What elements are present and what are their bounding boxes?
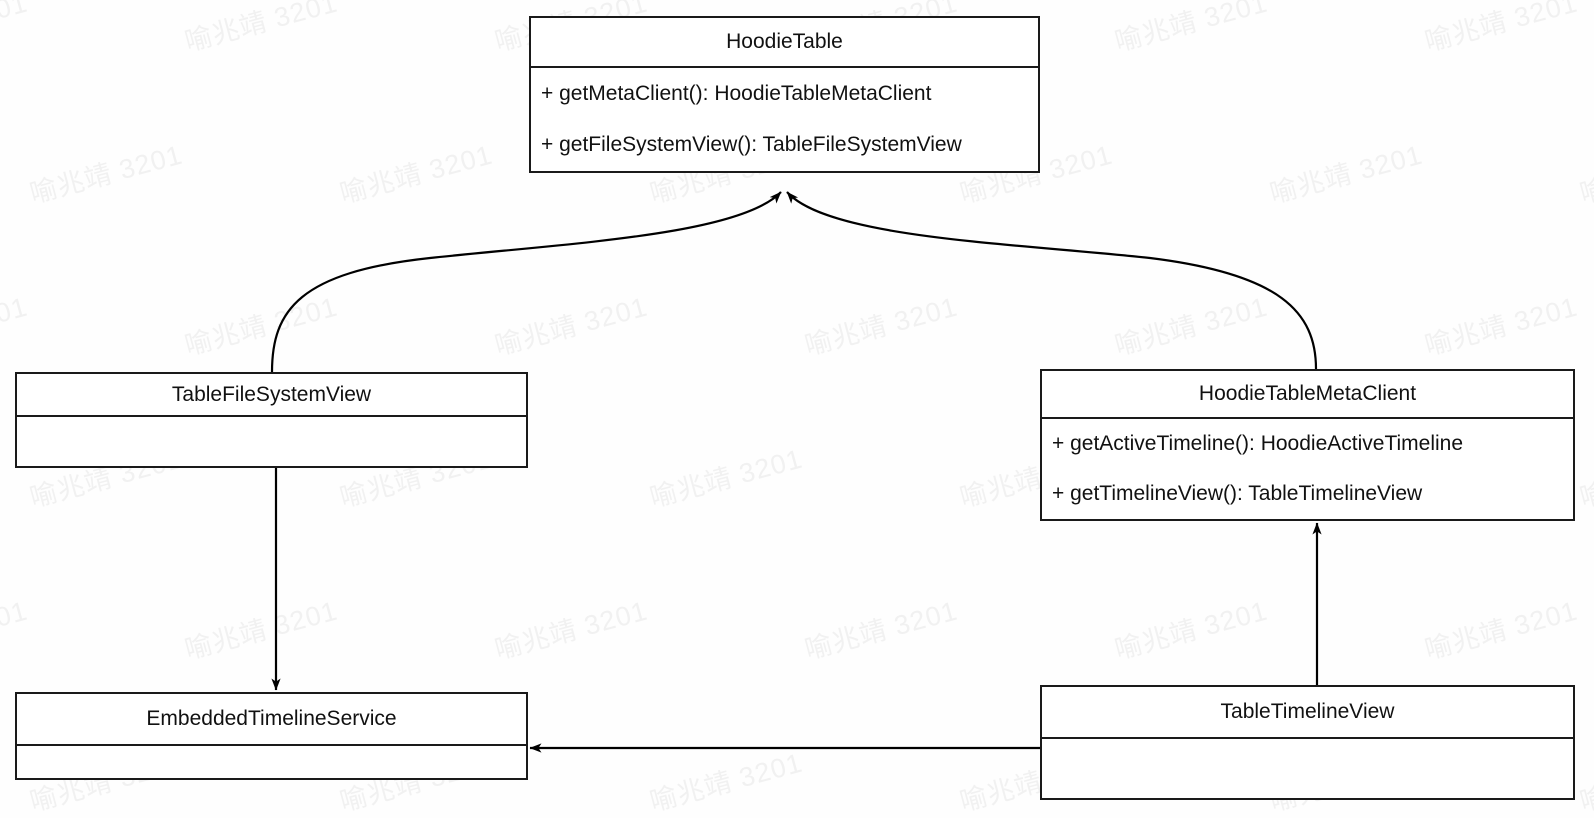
watermark-tile: 喻兆靖 3201 xyxy=(1111,0,1271,58)
watermark-tile: 喻兆靖 3201 xyxy=(181,291,341,362)
watermark-tile: 喻兆靖 3201 xyxy=(1421,0,1581,58)
watermark-tile: 喻兆靖 3201 xyxy=(1111,595,1271,666)
watermark-tile: 喻兆靖 3201 xyxy=(646,747,806,818)
class-box-hoodie-table[interactable]: HoodieTable + getMetaClient(): HoodieTab… xyxy=(529,16,1040,173)
class-title-text: HoodieTableMetaClient xyxy=(1198,382,1417,405)
class-name-hoodie-table-meta-client: HoodieTableMetaClient xyxy=(1042,371,1573,419)
class-members-hoodie-table-meta-client: + getActiveTimeline(): HoodieActiveTimel… xyxy=(1042,419,1573,519)
class-member: + getTimelineView(): TableTimelineView xyxy=(1052,482,1423,505)
watermark-tile: 喻兆靖 3201 xyxy=(1576,140,1594,210)
class-name-embedded-timeline-service: EmbeddedTimelineService xyxy=(17,694,526,746)
class-title-text: HoodieTable xyxy=(726,30,843,53)
watermark-tile: 喻兆靖 3201 xyxy=(1111,291,1271,362)
class-box-table-file-system-view[interactable]: TableFileSystemView xyxy=(15,372,528,468)
watermark-tile: 喻兆靖 3201 xyxy=(0,291,31,362)
class-members-embedded-timeline-service xyxy=(17,746,526,782)
watermark-tile: 喻兆靖 3201 xyxy=(801,291,961,362)
edge-tablefilesystemview-to-hoodietable xyxy=(270,191,782,373)
class-member: + getActiveTimeline(): HoodieActiveTimel… xyxy=(1052,432,1464,455)
class-member: + getFileSystemView(): TableFileSystemVi… xyxy=(541,133,962,156)
watermark-tile: 喻兆靖 3201 xyxy=(801,595,961,666)
watermark-tile: 喻兆靖 3201 xyxy=(181,0,341,58)
watermark-tile: 喻兆靖 3201 xyxy=(1576,444,1594,514)
class-box-table-timeline-view[interactable]: TableTimelineView xyxy=(1040,685,1575,800)
class-name-hoodie-table: HoodieTable xyxy=(531,18,1038,68)
watermark-tile: 喻兆靖 3201 xyxy=(0,595,31,666)
class-title-text: TableTimelineView xyxy=(1220,700,1395,723)
class-member: + getMetaClient(): HoodieTableMetaClient xyxy=(541,82,932,105)
class-name-table-timeline-view: TableTimelineView xyxy=(1042,687,1573,739)
watermark-tile: 喻兆靖 3201 xyxy=(1576,748,1594,818)
class-title-text: TableFileSystemView xyxy=(171,382,372,406)
watermark-tile: 喻兆靖 3201 xyxy=(1421,595,1581,666)
class-name-table-file-system-view: TableFileSystemView xyxy=(17,374,526,417)
watermark-tile: 喻兆靖 3201 xyxy=(0,0,31,57)
class-title-text: EmbeddedTimelineService xyxy=(146,707,397,730)
class-box-embedded-timeline-service[interactable]: EmbeddedTimelineService xyxy=(15,692,528,780)
watermark-tile: 喻兆靖 3201 xyxy=(181,595,341,666)
edge-hoodietablemetaclient-to-hoodietable xyxy=(786,191,1318,370)
watermark-tile: 喻兆靖 3201 xyxy=(491,291,651,362)
watermark-tile: 喻兆靖 3201 xyxy=(491,595,651,666)
watermark-tile: 喻兆靖 3201 xyxy=(1421,291,1581,362)
class-members-hoodie-table: + getMetaClient(): HoodieTableMetaClient… xyxy=(531,68,1038,171)
watermark-tile: 喻兆靖 3201 xyxy=(646,443,806,514)
watermark-tile: 喻兆靖 3201 xyxy=(26,139,186,210)
watermark-tile: 喻兆靖 3201 xyxy=(336,139,496,210)
class-members-table-file-system-view xyxy=(17,417,526,466)
class-members-table-timeline-view xyxy=(1042,739,1573,802)
watermark-tile: 喻兆靖 3201 xyxy=(1266,139,1426,210)
class-box-hoodie-table-meta-client[interactable]: HoodieTableMetaClient + getActiveTimelin… xyxy=(1040,369,1575,521)
